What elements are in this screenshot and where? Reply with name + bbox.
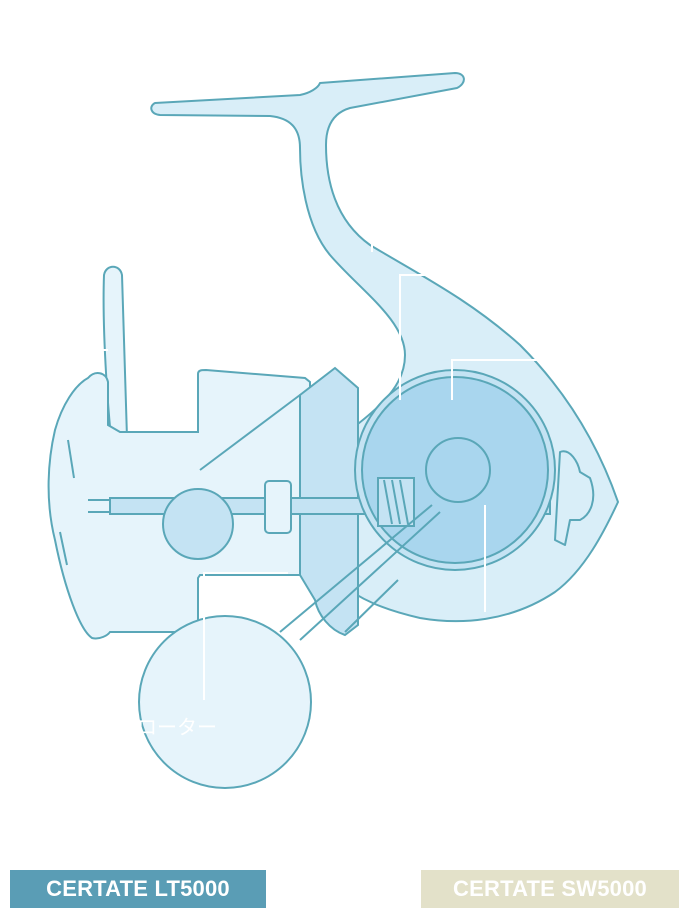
- rotor-label: ローター: [137, 716, 217, 739]
- rotor-link-lines: [279, 504, 441, 641]
- gear-hub: [425, 437, 491, 503]
- callout-line-5: [203, 572, 288, 700]
- main-gear: [361, 376, 549, 564]
- certate-lt5000-button[interactable]: CERTATE LT5000: [10, 870, 266, 908]
- shaft-thread: [88, 499, 110, 513]
- callout-line-3: [451, 359, 540, 400]
- pinion-teeth: [383, 479, 409, 525]
- drive-gear-circle: [162, 488, 234, 560]
- spool-slot-top: [67, 439, 75, 479]
- spool-slot-bottom: [59, 531, 68, 566]
- rotor-edge: [199, 394, 301, 471]
- handle-stub: [554, 450, 595, 546]
- reel-cutaway-diagram: ローター: [47, 72, 619, 789]
- callout-line-2: [399, 274, 440, 400]
- certate-sw5000-button[interactable]: CERTATE SW5000: [421, 870, 679, 908]
- collar: [264, 480, 292, 534]
- rotor-circle: [138, 615, 312, 789]
